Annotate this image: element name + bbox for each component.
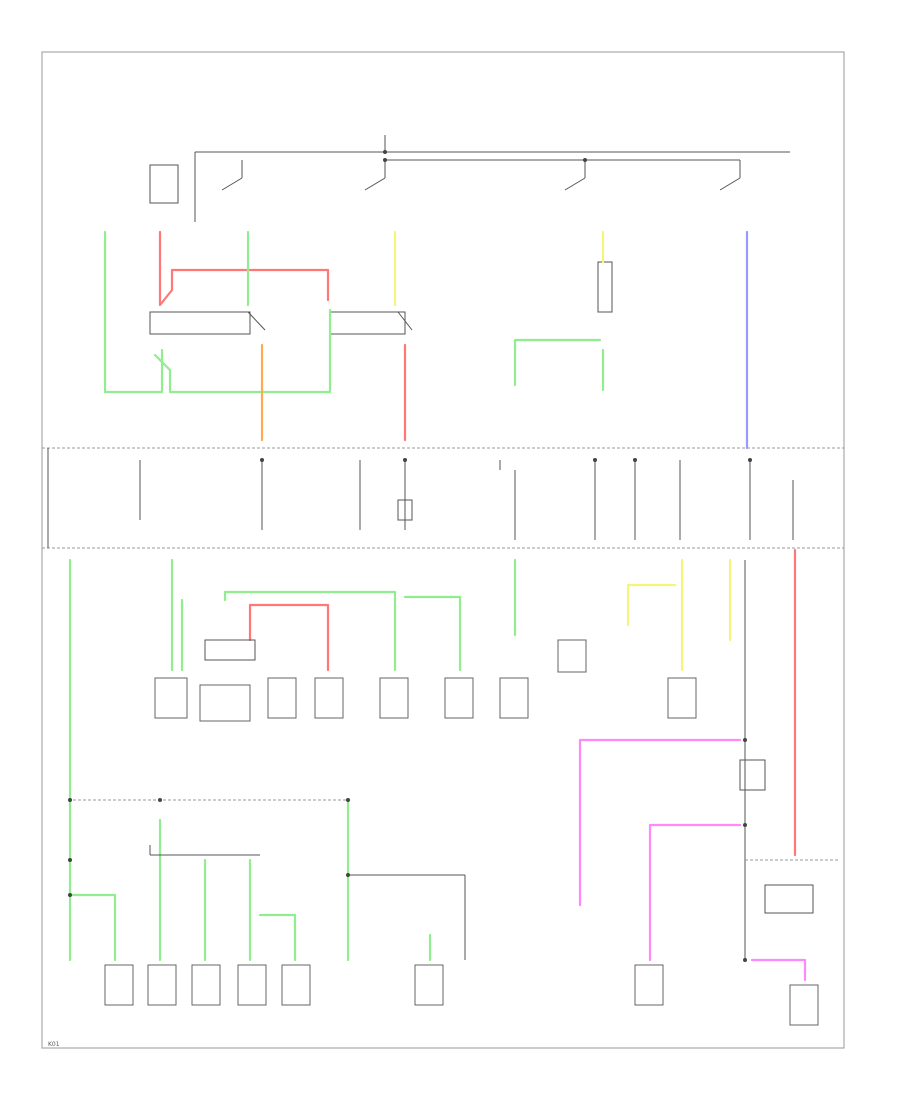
component-box	[199, 684, 251, 722]
component-box	[237, 964, 267, 1006]
wires-lower	[68, 548, 807, 982]
component-row-middle	[154, 639, 697, 722]
component-box	[191, 964, 221, 1006]
component-box	[314, 677, 344, 719]
component-box	[281, 964, 311, 1006]
component-box	[789, 984, 819, 1026]
main-bus	[194, 135, 790, 222]
component-box	[379, 677, 409, 719]
fuse-row-top	[221, 160, 741, 191]
component-box	[414, 964, 444, 1006]
component-box	[634, 964, 664, 1006]
component-box	[557, 639, 587, 673]
fuse-box-middle	[47, 448, 794, 548]
footer-code: K01	[48, 1041, 60, 1048]
component-box	[667, 677, 697, 719]
relay-boxes-upper	[149, 164, 613, 335]
junction-dots	[68, 150, 752, 962]
component-box	[267, 677, 297, 719]
wires-upper	[103, 230, 749, 450]
component-box	[104, 964, 134, 1006]
component-box	[499, 677, 529, 719]
component-box	[154, 677, 188, 719]
component-row-bottom	[104, 964, 819, 1026]
ground-bus-lower	[68, 560, 840, 960]
component-box	[147, 964, 177, 1006]
component-box	[444, 677, 474, 719]
diagram-frame	[41, 51, 845, 1049]
